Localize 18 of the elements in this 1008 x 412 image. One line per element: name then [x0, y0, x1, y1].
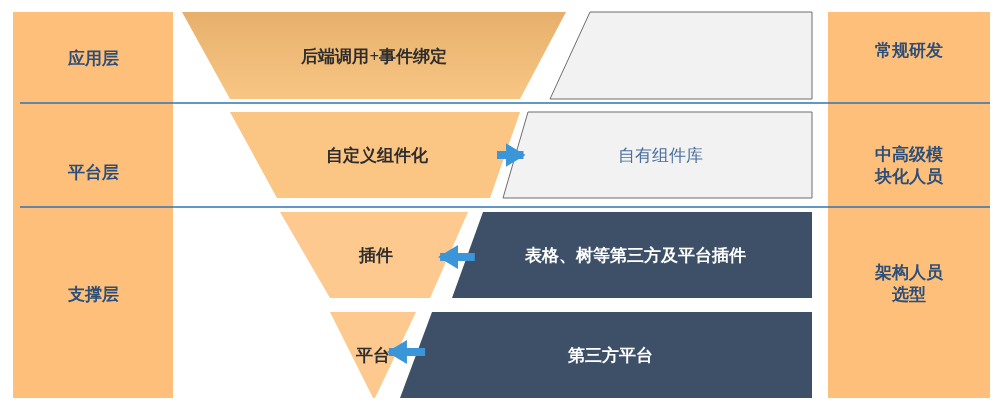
layer-band — [13, 12, 173, 398]
funnel-label: 插件 — [358, 245, 393, 267]
arrow — [497, 143, 526, 167]
funnel-label: 后端调用+事件绑定 — [301, 45, 448, 68]
arrow — [386, 340, 426, 364]
layer-label: 应用层 — [66, 48, 120, 70]
layer-band — [828, 12, 990, 398]
layer-label: 支撑层 — [66, 284, 120, 306]
layer-label: 常规研发 — [874, 40, 944, 62]
funnel-label: 自定义组件化 — [326, 145, 429, 167]
layer-label: 中高级模块化人员 — [873, 144, 944, 189]
funnel-label: 平台 — [356, 345, 391, 367]
arrow — [438, 245, 475, 269]
panel-label: 表格、树等第三方及平台插件 — [525, 245, 747, 267]
layer-label: 架构人员选型 — [874, 262, 944, 307]
panel-label: 第三方平台 — [567, 345, 653, 367]
layer-label: 平台层 — [66, 162, 120, 184]
panel-label: 自有组件库 — [618, 145, 704, 167]
